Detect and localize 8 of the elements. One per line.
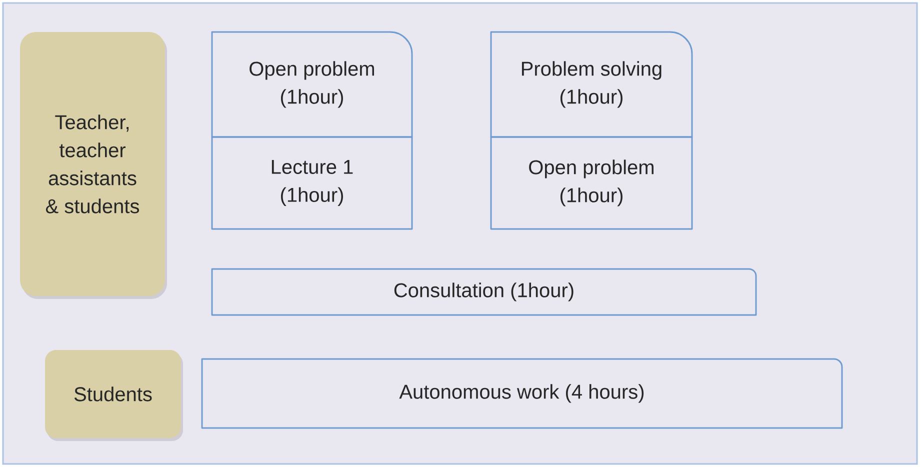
role-box: Teacher, teacher assistants & students [20,32,167,299]
session-box: Consultation (1hour) [211,268,757,316]
role-box: Students [45,350,183,441]
session-box: Autonomous work (4 hours) [201,358,843,429]
session-box: Open problem (1hour) [490,136,693,230]
session-box: Lecture 1 (1hour) [211,136,413,230]
session-box: Problem solving (1hour) [490,31,693,138]
session-box: Open problem (1hour) [211,31,413,138]
